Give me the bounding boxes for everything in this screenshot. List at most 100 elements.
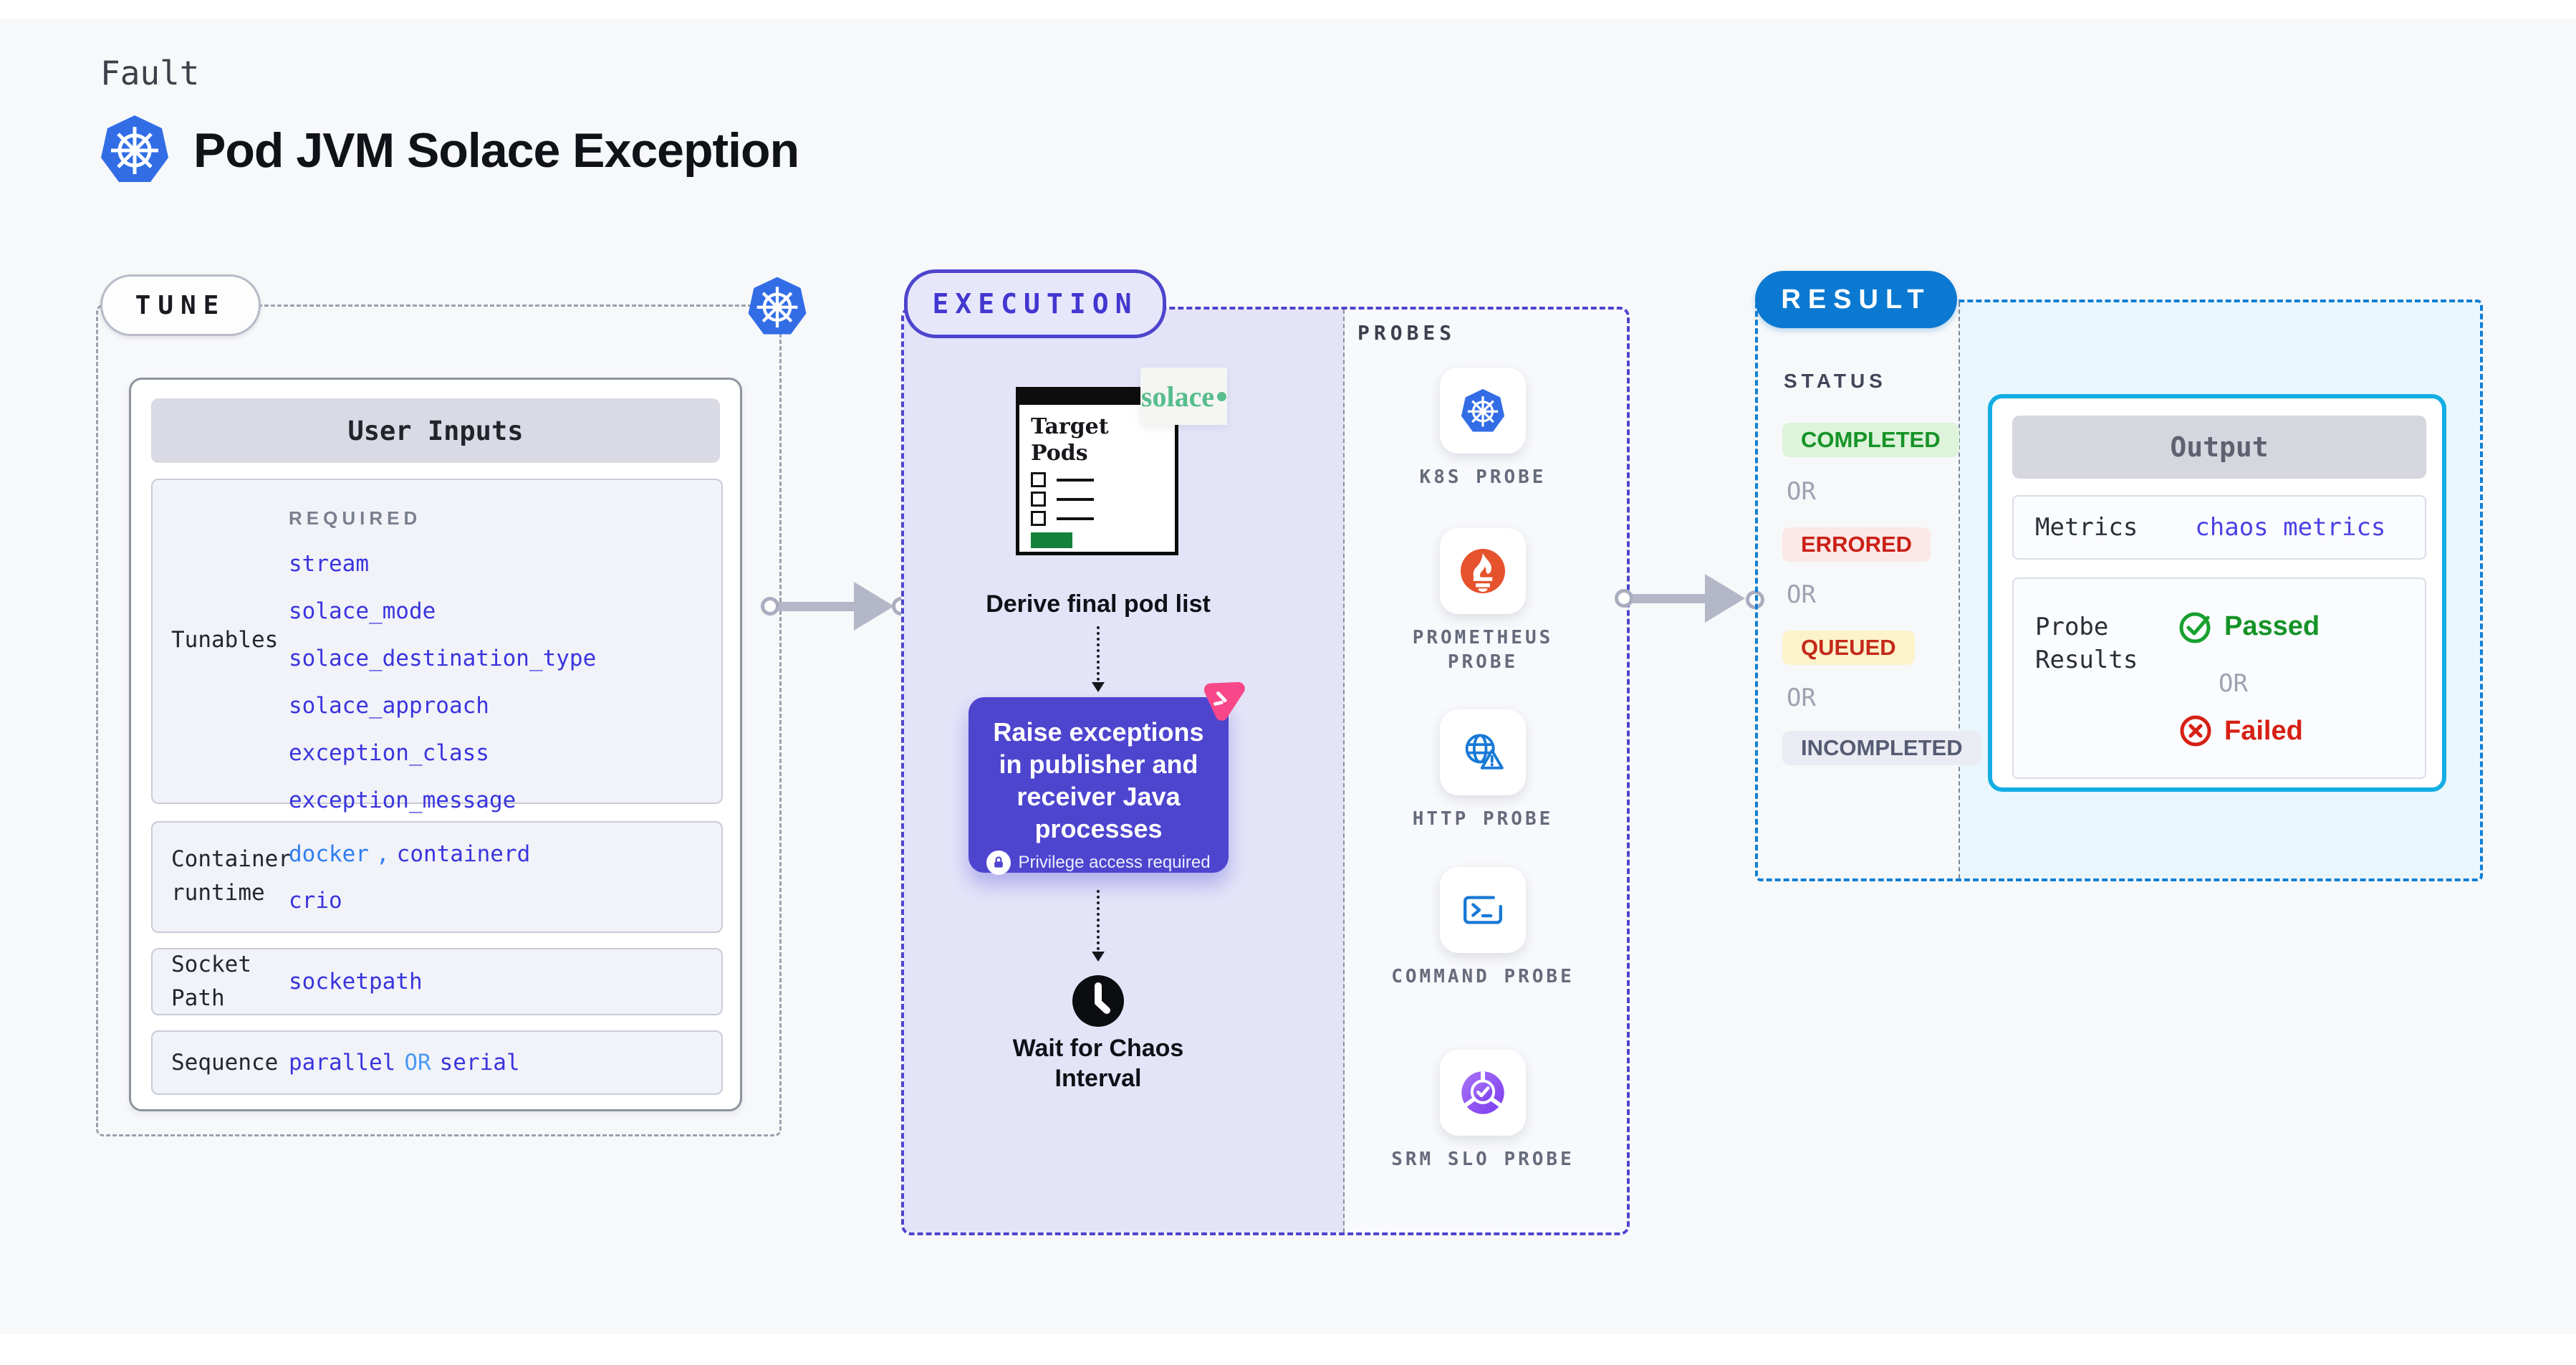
status-badge-incompleted: INCOMPLETED [1782, 731, 1981, 765]
sequence-or: OR [404, 1050, 431, 1076]
flow-dotted-arrowhead [1092, 682, 1105, 692]
check-circle-icon [2179, 612, 2211, 643]
kubernetes-icon [1460, 388, 1506, 434]
chaos-spark-icon [1191, 669, 1249, 731]
container-runtime-label: Container runtime [171, 846, 292, 906]
tune-group-box [96, 305, 782, 1136]
tunable-value: exception_message [289, 787, 516, 813]
target-pods-title: Target Pods [1031, 414, 1109, 466]
prometheus-icon [1460, 548, 1506, 594]
output-card: Output Metrics chaos metrics Probe Resul… [1988, 394, 2446, 792]
tunables-label: Tunables [171, 627, 279, 653]
runtime-value-containerd: containerd [396, 841, 531, 867]
probe-http: HTTP PROBE [1390, 709, 1576, 831]
checkbox-icon [1031, 472, 1046, 487]
privilege-note: Privilege access required [969, 851, 1229, 875]
probes-label: PROBES [1357, 321, 1456, 345]
container-runtime-row: Container runtime docker,containerd crio [151, 821, 723, 933]
status-badge-errored: ERRORED [1782, 527, 1931, 562]
tunable-value: solace_destination_type [289, 646, 597, 671]
status-label: STATUS [1784, 370, 1887, 392]
probe-card [1440, 368, 1526, 454]
probe-card [1440, 709, 1526, 795]
or-separator: OR [1787, 477, 1816, 506]
confirm-button-shape [1031, 532, 1072, 548]
checkbox-icon [1031, 511, 1046, 526]
probe-card [1440, 867, 1526, 953]
socket-path-label: Socket Path [171, 952, 251, 1011]
probe-label: SRM SLO PROBE [1391, 1149, 1575, 1170]
kubernetes-icon [99, 113, 170, 188]
runtime-value-crio: crio [289, 888, 342, 914]
failed-item: Failed [2178, 714, 2303, 748]
sequence-row: Sequence parallel OR serial [151, 1030, 723, 1095]
tune-pill: TUNE [100, 274, 261, 336]
kubernetes-icon [746, 274, 808, 342]
connector-dot [761, 597, 779, 616]
list-line [1057, 517, 1094, 520]
chaos-action-box: Raise exceptions in publisher and receiv… [969, 697, 1229, 875]
probe-srm-slo: SRM SLO PROBE [1390, 1050, 1576, 1172]
window-title-bar [1019, 391, 1175, 405]
metrics-label: Metrics [2035, 513, 2138, 542]
checkbox-icon [1031, 492, 1046, 507]
privilege-note-text: Privilege access required [1018, 853, 1211, 872]
probe-card [1440, 528, 1526, 614]
metrics-value: chaos metrics [2195, 513, 2386, 542]
probe-label: HTTP PROBE [1412, 808, 1554, 830]
http-globe-warning-icon [1465, 734, 1504, 770]
page-title: Pod JVM Solace Exception [193, 123, 799, 178]
user-inputs-card: User Inputs Tunables REQUIRED stream sol… [129, 378, 742, 1111]
sequence-label: Sequence [171, 1049, 279, 1076]
probe-card [1440, 1050, 1526, 1136]
solace-wordmark: solace [1140, 380, 1215, 413]
probe-results-label: Probe Results [2035, 613, 2138, 674]
probe-results-row: Probe Results Passed OR Failed [2012, 578, 2426, 779]
solace-dot-icon [1217, 391, 1227, 401]
probe-label: K8S PROBE [1419, 466, 1547, 488]
or-separator: OR [1787, 684, 1816, 712]
derive-caption: Derive final pod list [986, 590, 1211, 618]
top-white-band [0, 0, 2576, 19]
wait-caption: Wait for Chaos Interval [1012, 1035, 1184, 1092]
x-circle-icon [2180, 715, 2211, 747]
failed-text: Failed [2224, 715, 2303, 746]
list-line [1057, 478, 1094, 482]
sequence-value-serial: serial [439, 1050, 520, 1076]
pod-check-item [1031, 492, 1175, 507]
probe-prometheus: PROMETHEUS PROBE [1390, 528, 1576, 674]
terminal-icon [1464, 896, 1502, 924]
flow-arrow-head [1705, 574, 1745, 623]
chaos-action-text: Raise exceptions in publisher and receiv… [993, 717, 1204, 843]
socket-path-value: socketpath [289, 969, 423, 995]
fault-eyebrow: Fault [100, 54, 200, 92]
pod-check-item [1031, 472, 1175, 487]
solace-logo: solace [1140, 368, 1227, 425]
connector-dot [1615, 589, 1633, 608]
flow-arrow-line [775, 602, 857, 611]
list-line [1057, 497, 1094, 501]
sequence-value-parallel: parallel [289, 1050, 396, 1076]
tunable-value: solace_approach [289, 693, 489, 719]
probe-command: COMMAND PROBE [1390, 867, 1576, 989]
metrics-row: Metrics chaos metrics [2012, 495, 2426, 560]
pod-check-item [1031, 511, 1175, 526]
probe-k8s: K8S PROBE [1390, 368, 1576, 489]
status-badge-completed: COMPLETED [1782, 423, 1959, 457]
tunables-row: Tunables REQUIRED stream solace_mode sol… [151, 479, 723, 813]
required-tag: REQUIRED [289, 507, 422, 529]
runtime-value-docker: docker [289, 841, 369, 867]
tunable-value: stream [289, 551, 369, 577]
or-separator: OR [1787, 580, 1816, 609]
status-badge-queued: QUEUED [1782, 631, 1915, 665]
flow-arrow-line [1630, 594, 1709, 603]
flow-dotted-arrowhead [1092, 952, 1105, 962]
comma: , [375, 841, 390, 867]
or-separator: OR [2219, 669, 2248, 698]
flow-arrow-head [854, 582, 894, 631]
clock-icon [1072, 974, 1125, 1031]
passed-text: Passed [2224, 610, 2320, 641]
bottom-white-band [0, 1334, 2576, 1365]
execution-pill: EXECUTION [904, 269, 1166, 338]
